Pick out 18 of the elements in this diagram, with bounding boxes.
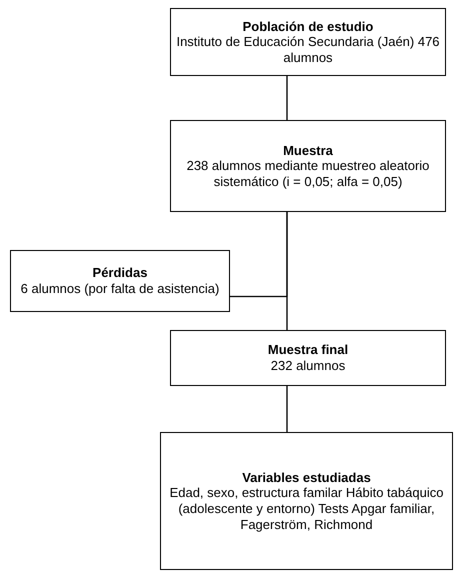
box-text: 6 alumnos (por falta de asistencia) [20,281,220,297]
box-text: Instituto de Educación Secundaria (Jaén) 476 alumnos [175,34,441,66]
box-text: Edad, sexo, estructura familar Hábito tabáquico (adolescente y entorno) Tests Apgar familiar, Fagerström, Richmond [168,485,444,532]
box-heading: Pérdidas [92,265,148,281]
process-box [160,432,453,570]
connector-line [286,386,288,432]
process-box [170,8,446,76]
box-heading: Variables estudiadas [242,470,371,486]
box-heading: Población de estudio [242,18,374,34]
connector-line [286,76,288,120]
connector-line [286,212,288,330]
box-heading: Muestra final [268,342,348,358]
process-box [170,330,446,386]
process-box [170,120,446,212]
box-text: 232 alumnos [270,358,346,374]
box-text: 238 alumnos mediante muestreo aleatorio sistemático (i = 0,05; alfa = 0,05) [186,158,430,190]
process-box [10,250,230,312]
box-heading: Muestra [283,142,333,158]
